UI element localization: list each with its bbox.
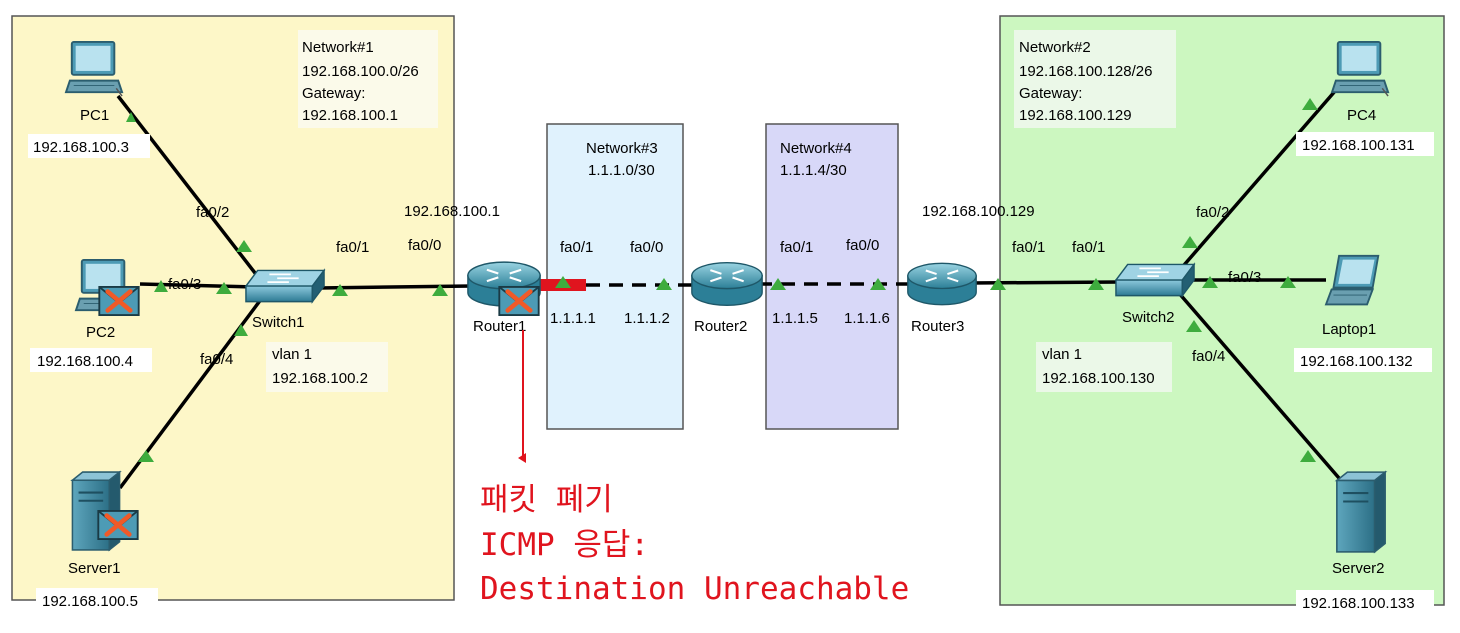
interface-ip: 1.1.1.1 xyxy=(550,310,596,327)
link-up-light xyxy=(216,282,232,294)
pc4-name: PC4 xyxy=(1347,107,1376,124)
link-up-light xyxy=(1302,98,1318,110)
link-up-light xyxy=(870,278,886,290)
pc4-ip: 192.168.100.131 xyxy=(1302,137,1415,154)
port-label: fa0/2 xyxy=(1196,204,1229,221)
router-icon[interactable] xyxy=(690,261,764,307)
network3-info: Network#3 1.1.1.0/30 xyxy=(586,140,662,179)
link-up-light xyxy=(770,278,786,290)
network4-info: Network#4 1.1.1.4/30 xyxy=(780,140,856,179)
interface-ip: 192.168.100.1 xyxy=(404,203,500,220)
link-switch2-pc4 xyxy=(1176,88,1338,274)
port-label: fa0/3 xyxy=(168,276,201,293)
link-up-light xyxy=(1202,276,1218,288)
switch1-name: Switch1 xyxy=(252,314,305,331)
interface-ip: 1.1.1.6 xyxy=(844,310,890,327)
port-label: fa0/1 xyxy=(1012,239,1045,256)
network4-area xyxy=(765,123,899,430)
dropped-packet-icon xyxy=(499,287,538,315)
pc1-ip: 192.168.100.3 xyxy=(33,139,129,156)
network1-info: Network#1 192.168.100.0/26 Gateway: 192.… xyxy=(302,39,423,124)
link-up-light xyxy=(332,284,348,296)
switch-icon[interactable] xyxy=(1115,263,1195,297)
port-label: fa0/1 xyxy=(560,239,593,256)
interface-ip: 192.168.100.129 xyxy=(922,203,1035,220)
dropped-packet-icon xyxy=(99,287,138,315)
packet-drop-annotation: 패킷 폐기 ICMP 응답: Destination Unreachable xyxy=(480,482,909,607)
interface-ip: 1.1.1.5 xyxy=(772,310,818,327)
desktop-pc-icon[interactable] xyxy=(1330,40,1390,98)
switch1-vlan-info: vlan 1 192.168.100.2 xyxy=(272,346,368,387)
link-switch1-router1 xyxy=(317,284,473,290)
link-up-light xyxy=(656,278,672,290)
link-up-light xyxy=(1300,450,1316,462)
server2-ip: 192.168.100.133 xyxy=(1302,595,1415,612)
port-label: fa0/3 xyxy=(1228,269,1261,286)
desktop-pc-icon[interactable] xyxy=(64,40,124,98)
link-up-light xyxy=(990,278,1006,290)
link-up-light xyxy=(126,112,136,122)
link-up-light xyxy=(1280,276,1296,288)
port-label: fa0/4 xyxy=(1192,348,1225,365)
link-up-light xyxy=(1182,236,1198,248)
server1-ip: 192.168.100.5 xyxy=(42,593,138,610)
link-up-light xyxy=(1088,278,1104,290)
laptop1-ip: 192.168.100.132 xyxy=(1300,353,1413,370)
pc2-name: PC2 xyxy=(86,324,115,341)
port-label: fa0/0 xyxy=(630,239,663,256)
router-icon[interactable] xyxy=(906,262,978,306)
link-up-light xyxy=(234,324,248,336)
port-label: fa0/2 xyxy=(196,204,229,221)
link-up-light xyxy=(236,240,252,252)
server2-name: Server2 xyxy=(1332,560,1385,577)
pc2-ip: 192.168.100.4 xyxy=(37,353,133,370)
port-label: fa0/1 xyxy=(1072,239,1105,256)
pc1-name: PC1 xyxy=(80,107,109,124)
link-up-light xyxy=(432,284,448,296)
port-label: fa0/4 xyxy=(200,351,233,368)
router3-name: Router3 xyxy=(911,318,964,335)
server-icon[interactable] xyxy=(1335,471,1387,553)
interface-ip: 1.1.1.2 xyxy=(624,310,670,327)
port-label: fa0/1 xyxy=(780,239,813,256)
switch2-name: Switch2 xyxy=(1122,309,1175,326)
router1-name: Router1 xyxy=(473,318,526,335)
switch-icon[interactable] xyxy=(245,269,325,303)
router2-name: Router2 xyxy=(694,318,747,335)
dropped-packet-icon xyxy=(98,511,137,539)
link-up-light xyxy=(138,450,154,462)
link-up-light xyxy=(1186,320,1202,332)
port-label: fa0/1 xyxy=(336,239,369,256)
network2-info: Network#2 192.168.100.128/26 Gateway: 19… xyxy=(1019,39,1157,124)
port-label: fa0/0 xyxy=(408,237,441,254)
laptop1-name: Laptop1 xyxy=(1322,321,1376,338)
link-status-lights xyxy=(126,98,1318,462)
link-up-light xyxy=(555,276,571,288)
port-label: fa0/0 xyxy=(846,237,879,254)
network3-area xyxy=(546,123,684,430)
server1-name: Server1 xyxy=(68,560,121,577)
switch2-vlan-info: vlan 1 192.168.100.130 xyxy=(1042,346,1155,387)
link-switch2-server2 xyxy=(1176,290,1347,487)
link-up-light xyxy=(154,280,168,292)
